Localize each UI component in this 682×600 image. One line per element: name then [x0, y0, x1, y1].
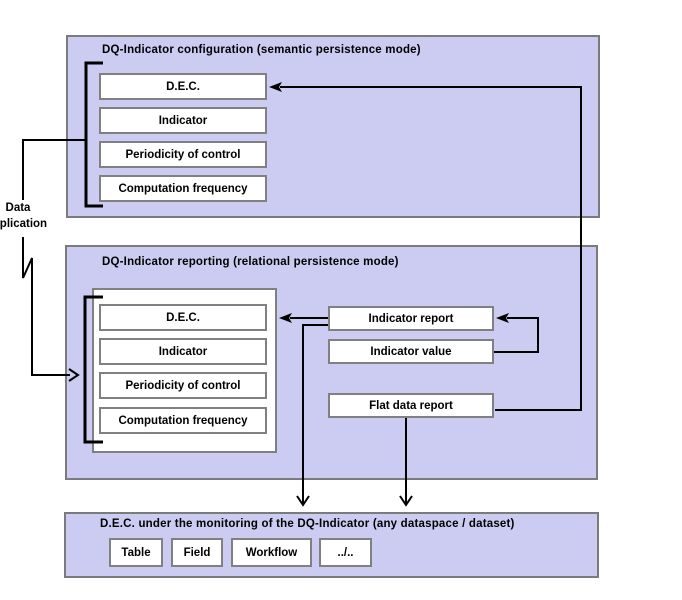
- reporting-box-periodicity: Periodicity of control: [99, 372, 267, 399]
- wire-replication-lower-zigzag: [22, 237, 70, 376]
- reporting-box-computation-frequency: Computation frequency: [99, 407, 267, 434]
- box-flat-data-report: Flat data report: [328, 393, 494, 418]
- arrowhead-down-left: [296, 495, 310, 507]
- reporting-box-dec: D.E.C.: [99, 304, 267, 331]
- panel-reporting-title: DQ-Indicator reporting (relational persi…: [102, 256, 399, 268]
- config-box-periodicity: Periodicity of control: [99, 141, 267, 168]
- config-box-dec: D.E.C.: [99, 73, 267, 100]
- dec-box-workflow: Workflow: [231, 538, 312, 567]
- data-replication-line2: replication: [0, 217, 48, 230]
- config-box-computation-frequency: Computation frequency: [99, 175, 267, 202]
- config-box-indicator: Indicator: [99, 107, 267, 134]
- box-indicator-value: Indicator value: [328, 339, 494, 364]
- panel-dec-title: D.E.C. under the monitoring of the DQ-In…: [100, 518, 515, 530]
- dec-box-table: Table: [109, 538, 163, 567]
- reporting-box-indicator: Indicator: [99, 338, 267, 365]
- arrowhead-down-right: [399, 495, 413, 507]
- panel-config-title: DQ-Indicator configuration (semantic per…: [102, 44, 421, 56]
- dec-box-etc: ../..: [319, 538, 372, 567]
- data-replication-label: Data replication: [0, 201, 50, 232]
- data-replication-line1: Data: [5, 202, 31, 214]
- dec-box-field: Field: [171, 538, 223, 567]
- box-indicator-report: Indicator report: [328, 306, 494, 331]
